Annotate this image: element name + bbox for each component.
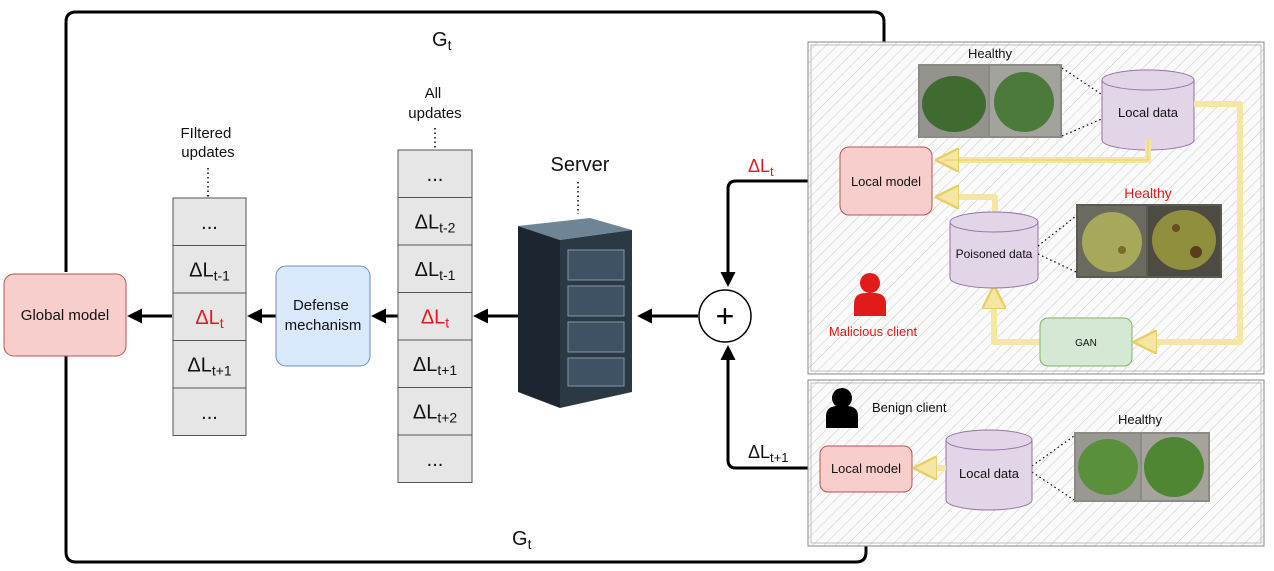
all-update-cell-label: ΔLt+2 [413, 401, 458, 425]
healthy-top-label: Healthy [968, 46, 1013, 61]
malicious-local-model-label: Local model [851, 174, 921, 189]
benign-update-arrow [720, 345, 820, 470]
filtered-update-cell-label: ΔLt [195, 307, 223, 331]
healthy-poisoned-label: Healthy [1124, 185, 1171, 201]
malicious-client-label: Malicious client [829, 324, 918, 339]
all-update-cell-label: ΔLt-2 [415, 211, 456, 235]
poisoned-data-label: Poisoned data [956, 247, 1033, 261]
gan-label: GAN [1075, 338, 1097, 349]
benign-delta-label: ΔLt+1 [748, 442, 788, 465]
aggregation-circle [698, 289, 752, 343]
local-data-to-gan-arrow [1138, 101, 1243, 342]
malicious-user-icon [854, 273, 886, 316]
all-update-cell-label: ΔLt [421, 306, 449, 330]
all-update-cell [397, 387, 473, 436]
benign-user-icon [826, 388, 858, 428]
benign-local-model-box [819, 445, 913, 493]
malicious-delta-label: ΔLt [748, 156, 774, 179]
filtered-update-cell [172, 245, 247, 294]
filtered-update-cell-label: ... [201, 212, 218, 234]
benign-local-data-cylinder [945, 429, 1033, 511]
all-update-cell-label: ΔLt-1 [415, 259, 456, 283]
filtered-updates-label: FIltered updates [180, 125, 235, 161]
aggregation-plus: + [716, 298, 735, 334]
diseased-leaf-images [1076, 204, 1222, 278]
all-update-cell [397, 197, 473, 246]
all-update-cell [397, 434, 473, 483]
all-updates-label: All updates [408, 85, 461, 122]
filtered-update-cell [172, 340, 247, 389]
all-update-cell [397, 339, 473, 388]
filtered-updates-column: ... ΔLt-1ΔLtΔLt+1... [172, 197, 247, 436]
global-model-label: Global model [21, 307, 109, 324]
filtered-update-cell [172, 197, 247, 246]
malicious-update-arrow [720, 179, 840, 287]
all-update-cell-label: ... [427, 449, 444, 471]
malicious-local-data-cylinder [1101, 69, 1195, 151]
filtered-update-cell-label: ... [201, 402, 218, 424]
all-update-cell [397, 244, 473, 293]
filtered-update-cell [172, 387, 247, 436]
gan-to-poisoned-arrow [994, 290, 1040, 345]
global-model-box [3, 273, 127, 357]
healthy-leaf-images-top [918, 64, 1062, 138]
benign-local-model-label: Local model [831, 461, 901, 476]
benign-local-data-label: Local data [959, 466, 1020, 481]
gt-bottom-label: Gt [512, 528, 532, 552]
poisoned-to-model-arrow [940, 197, 998, 214]
malicious-local-data-label: Local data [1118, 105, 1179, 120]
all-update-cell-label: ... [427, 164, 444, 186]
gt-loop-bottom-arrow [64, 356, 874, 564]
gan-box [1039, 317, 1133, 367]
filtered-update-cell-label: ΔLt+1 [187, 354, 232, 378]
gt-top-label: Gt [432, 29, 452, 53]
all-updates-column: ... ΔLt-2ΔLt-1ΔLtΔLt+1ΔLt+2... [397, 149, 473, 483]
poisoned-data-cylinder [949, 211, 1039, 289]
server-label: Server [551, 154, 610, 176]
benign-leaf-images [1074, 432, 1210, 502]
defense-mechanism-label: Defense mechanism [285, 297, 362, 334]
benign-client-label: Benign client [872, 400, 947, 415]
all-update-cell-label: ΔLt+1 [413, 354, 458, 378]
defense-mechanism-box [275, 265, 371, 367]
filtered-update-cell-label: ΔLt-1 [189, 259, 230, 283]
malicious-local-model-box [839, 146, 933, 216]
benign-healthy-label: Healthy [1118, 412, 1163, 427]
all-update-cell [397, 292, 473, 341]
gt-loop-arrow [64, 10, 892, 272]
server-icon [518, 218, 632, 408]
